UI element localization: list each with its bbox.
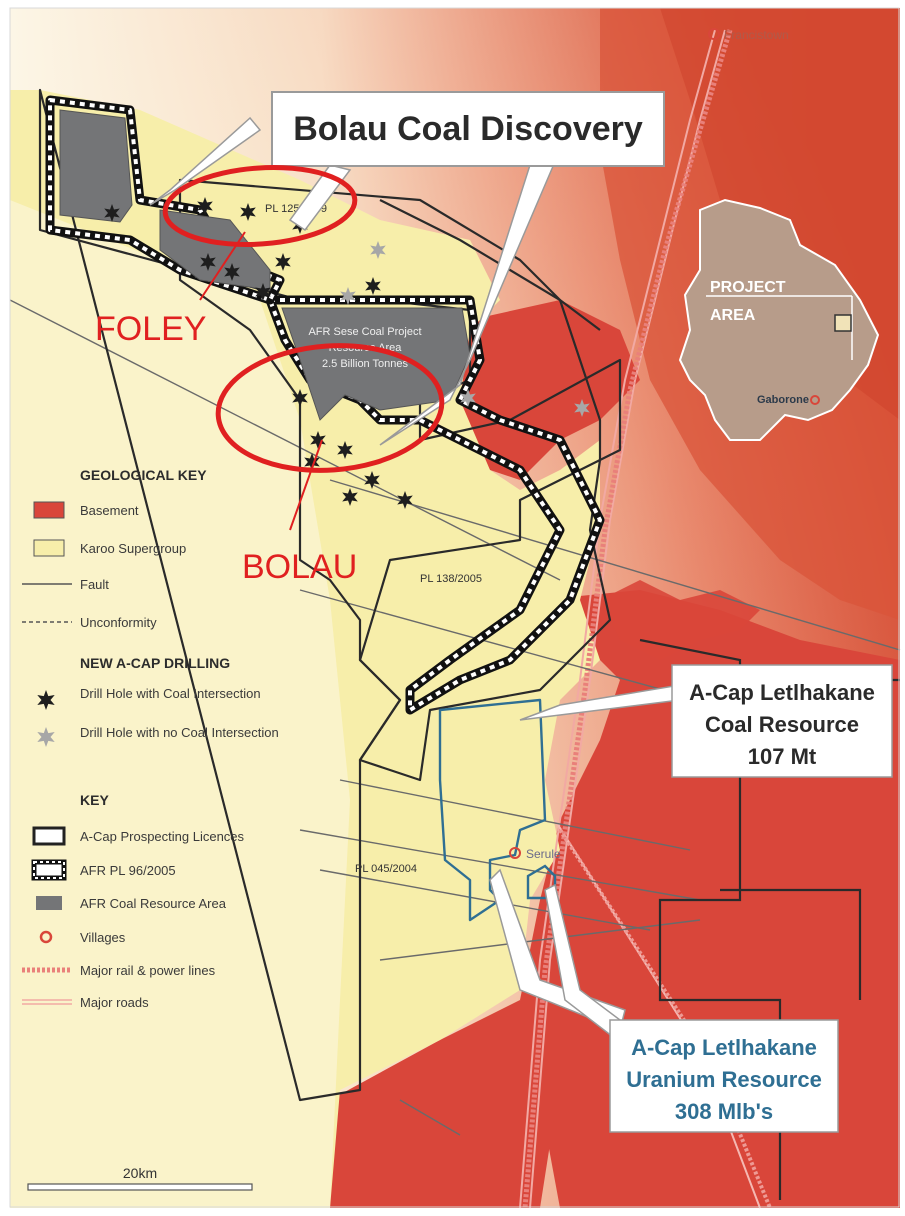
drill-hole-coal-icon bbox=[304, 453, 320, 471]
legend-afr-pl-swatch-outer bbox=[31, 859, 67, 881]
karoo-light-overlay bbox=[10, 200, 350, 1208]
legend-karoo-label: Karoo Supergroup bbox=[80, 541, 186, 556]
legend-karoo-swatch bbox=[33, 539, 65, 557]
drill-hole-coal-icon bbox=[292, 389, 308, 407]
drill-hole-coal-icon bbox=[364, 471, 380, 489]
callout-uranium-resource: A-Cap Letlhakane Uranium Resource 308 Ml… bbox=[489, 868, 839, 1133]
scale-bar-label: 20km bbox=[123, 1165, 157, 1181]
legend-basement-swatch bbox=[33, 501, 65, 519]
legend-drill-nocoal-label: Drill Hole with no Coal Intersection bbox=[80, 725, 279, 740]
legend-afr-area-label: AFR Coal Resource Area bbox=[80, 896, 227, 911]
legend-licences-swatch bbox=[32, 826, 66, 846]
legend-basement-label: Basement bbox=[80, 503, 139, 518]
scale-bar: 20km bbox=[27, 1165, 253, 1191]
drill-hole-coal-icon bbox=[365, 277, 381, 295]
legend-drilling-title: NEW A-CAP DRILLING bbox=[80, 655, 230, 671]
drill-hole-coal-icon bbox=[197, 197, 213, 215]
callout-coal-line3: 107 Mt bbox=[748, 744, 817, 769]
drill-hole-nocoal-icon bbox=[370, 241, 386, 259]
map-frame bbox=[9, 7, 900, 1208]
fault-lines bbox=[9, 299, 901, 1136]
afr-area-label-1: AFR Sese Coal Project bbox=[308, 326, 421, 338]
village-francistown: Francistown bbox=[708, 28, 789, 42]
callout-bolau-title: Bolau Coal Discovery bbox=[293, 110, 643, 148]
callout-bolau-coal-discovery: Bolau Coal Discovery bbox=[149, 91, 665, 446]
afr-pl-96-2005 bbox=[45, 95, 605, 715]
legend-rail-label: Major rail & power lines bbox=[80, 963, 216, 978]
legend-villages-label: Villages bbox=[80, 930, 126, 945]
drill-hole-nocoal-icon bbox=[574, 399, 590, 417]
village-serule: Serule bbox=[509, 847, 561, 861]
legend-unconformity-label: Unconformity bbox=[80, 615, 157, 630]
legend-afr-pl-swatch-inner bbox=[33, 861, 65, 879]
legend-afr-area-swatch bbox=[36, 896, 62, 910]
drill-holes-no-coal-intersection bbox=[340, 241, 590, 417]
bolau-ellipse bbox=[215, 343, 445, 473]
drill-hole-coal-icon bbox=[275, 253, 291, 271]
inset-gaborone-marker bbox=[810, 395, 820, 405]
drill-hole-coal-icon bbox=[397, 491, 413, 509]
inset-country-map: PROJECT AREA Gaborone bbox=[678, 198, 880, 441]
callout-coal-line1: A-Cap Letlhakane bbox=[689, 680, 875, 705]
legend-licences-label: A-Cap Prospecting Licences bbox=[80, 829, 245, 844]
red-annotations bbox=[162, 165, 445, 531]
legend-fault-label: Fault bbox=[80, 577, 109, 592]
callout-uranium-line1: A-Cap Letlhakane bbox=[631, 1035, 817, 1060]
legend-village-icon bbox=[39, 930, 53, 944]
drill-hole-nocoal-icon bbox=[460, 389, 476, 407]
drill-hole-coal-icon bbox=[342, 488, 358, 506]
drill-hole-coal-icon bbox=[240, 203, 256, 221]
callout-uranium-line3: 308 Mlb's bbox=[675, 1099, 773, 1124]
legend-drill-coal-label: Drill Hole with Coal Intersection bbox=[80, 686, 261, 701]
drill-holes-coal-intersection bbox=[104, 197, 413, 509]
drill-hole-coal-icon bbox=[104, 204, 120, 222]
legend-drill-coal-icon bbox=[37, 690, 55, 710]
foley-ellipse bbox=[162, 165, 358, 247]
village-label-serule: Serule bbox=[526, 847, 561, 861]
callout-coal-resource: A-Cap Letlhakane Coal Resource 107 Mt bbox=[519, 664, 893, 778]
legend-key-title: KEY bbox=[80, 792, 109, 808]
legend-star-coal-icon bbox=[37, 690, 55, 710]
drill-hole-coal-icon bbox=[337, 441, 353, 459]
inset-label-line2: AREA bbox=[710, 307, 756, 324]
callout-coal-line2: Coal Resource bbox=[705, 712, 859, 737]
drill-hole-nocoal-icon bbox=[340, 287, 356, 305]
drill-hole-coal-icon bbox=[255, 283, 271, 301]
licence-label-pl045: PL 045/2004 bbox=[355, 863, 417, 875]
drill-hole-coal-icon bbox=[200, 253, 216, 271]
annotation-bolau: BOLAU bbox=[242, 548, 357, 586]
inset-project-marker bbox=[834, 314, 852, 332]
callout-uranium-line2: Uranium Resource bbox=[626, 1067, 822, 1092]
legend-roads-label: Major roads bbox=[80, 995, 149, 1010]
drill-hole-coal-icon bbox=[310, 431, 326, 449]
map-legend: GEOLOGICAL KEY Basement Karoo Supergroup… bbox=[22, 467, 279, 1010]
village-label-francistown: Francistown bbox=[724, 28, 789, 42]
inset-label-gaborone: Gaborone bbox=[757, 394, 809, 406]
legend-drill-nocoal-icon bbox=[37, 727, 55, 747]
annotation-foley: FOLEY bbox=[95, 310, 206, 348]
afr-coal-resource-area bbox=[59, 109, 471, 421]
afr-area-label-3: 2.5 Billion Tonnes bbox=[322, 358, 409, 370]
legend-geological-title: GEOLOGICAL KEY bbox=[80, 467, 207, 483]
inset-label-line1: PROJECT bbox=[710, 279, 786, 296]
legend-star-nocoal-icon bbox=[37, 727, 55, 747]
legend-afr-pl-label: AFR PL 96/2005 bbox=[80, 863, 176, 878]
drill-hole-coal-icon bbox=[224, 263, 240, 281]
licence-label-pl138: PL 138/2005 bbox=[420, 573, 482, 585]
